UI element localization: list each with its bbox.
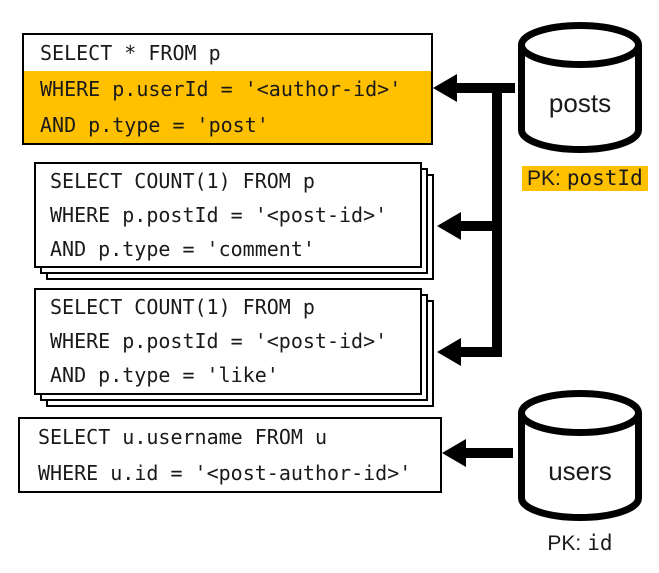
code-line: WHERE p.postId = '<post-id>' — [50, 329, 388, 353]
query-box-select-username: SELECT u.username FROM u WHERE u.id = '<… — [18, 417, 442, 493]
pk-field: id — [587, 531, 613, 555]
users-database: users — [518, 390, 642, 521]
database-cylinder-icon — [518, 22, 642, 153]
query-box-front: SELECT COUNT(1) FROM p WHERE p.postId = … — [34, 162, 422, 268]
code-line: WHERE u.id = '<post-author-id>' — [38, 461, 412, 485]
arrow-trunk-posts — [459, 83, 502, 357]
query-box-front: SELECT COUNT(1) FROM p WHERE p.postId = … — [34, 288, 422, 395]
query-box-select-post: SELECT * FROM p WHERE p.userId = '<autho… — [22, 33, 433, 145]
posts-database-label: posts — [548, 88, 612, 118]
posts-pk-label: PK:postId — [522, 166, 648, 191]
users-pk-label: PK:id — [518, 531, 642, 556]
code-line-highlighted: WHERE p.userId = '<author-id>' — [24, 71, 431, 107]
query-box-count-comments: SELECT COUNT(1) FROM p WHERE p.postId = … — [34, 162, 434, 280]
database-cylinder-icon — [518, 390, 642, 521]
code-line: AND p.type = 'like' — [50, 363, 279, 387]
code-line: SELECT * FROM p — [40, 41, 221, 65]
posts-database: posts — [518, 22, 642, 153]
arrowhead-countlikes — [437, 338, 461, 366]
code-line: AND p.type = 'comment' — [50, 237, 315, 261]
pk-prefix: PK: — [547, 532, 582, 555]
code-line: SELECT u.username FROM u — [38, 425, 327, 449]
arrowhead-countcomments — [437, 212, 461, 240]
pk-field: postId — [566, 166, 643, 190]
code-line: SELECT COUNT(1) FROM p — [50, 295, 315, 319]
code-line: SELECT COUNT(1) FROM p — [50, 169, 315, 193]
arrowhead-selectusername — [442, 439, 466, 467]
users-database-label: users — [548, 456, 612, 486]
code-line-highlighted: AND p.type = 'post' — [24, 107, 431, 143]
code-line: WHERE p.postId = '<post-id>' — [50, 203, 388, 227]
arrowhead-selectpost — [433, 74, 457, 102]
pk-prefix: PK: — [527, 167, 561, 190]
query-box-count-likes: SELECT COUNT(1) FROM p WHERE p.postId = … — [34, 288, 434, 407]
